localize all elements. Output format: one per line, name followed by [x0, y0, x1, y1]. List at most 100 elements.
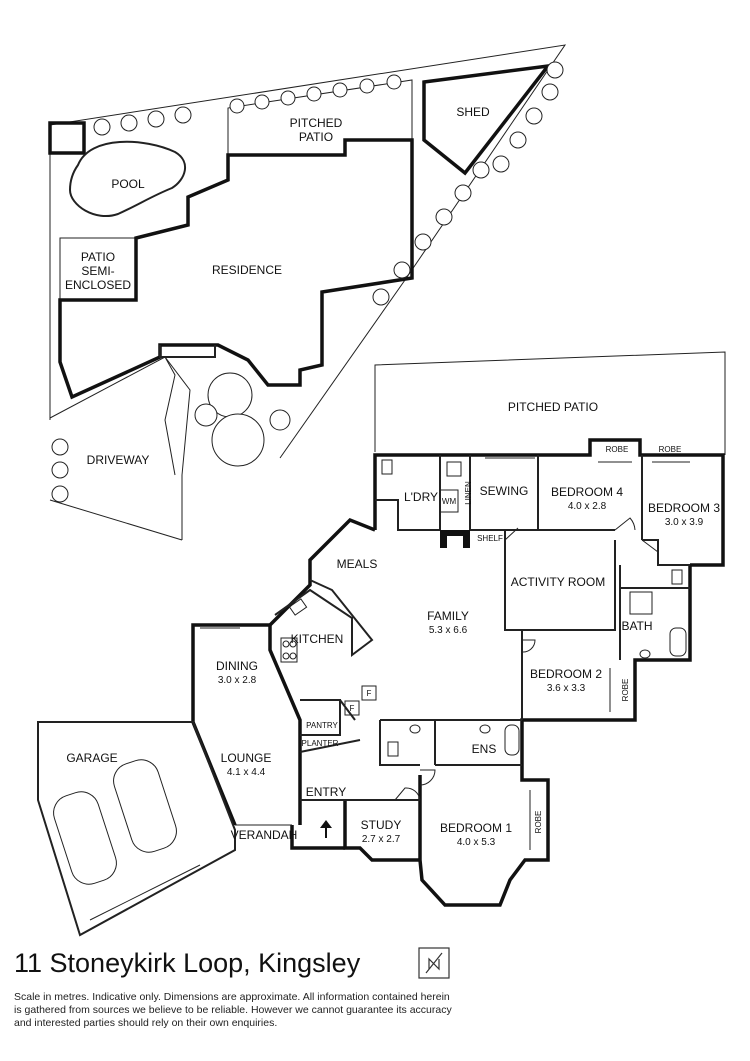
door-bed4	[614, 517, 636, 531]
driveway-right-edge	[164, 356, 176, 476]
laundry-wm	[439, 489, 459, 513]
ens-basin-2	[479, 724, 491, 734]
wall-bed3-south	[642, 539, 690, 566]
driveway-lower	[49, 499, 183, 541]
bath-label: BATH	[621, 619, 652, 633]
wall-activity-outline	[504, 530, 616, 631]
lounge-name: LOUNGE	[221, 751, 272, 765]
sewing-label: SEWING	[480, 484, 529, 498]
ens-basin-1	[409, 724, 421, 734]
planter-label: PLANTER	[302, 739, 339, 748]
site-boundary	[49, 44, 567, 459]
wall-laundry-south	[375, 499, 440, 531]
door-bed2	[521, 639, 536, 653]
robe-b4-label: ROBE	[606, 445, 629, 454]
north-arrow-icon	[418, 947, 450, 979]
entry-arrow	[320, 820, 332, 828]
pantry-label: PANTRY	[306, 721, 338, 730]
tree-24	[51, 461, 69, 479]
bath-toilet	[671, 569, 683, 585]
tree-1	[93, 118, 111, 136]
tree-11	[386, 74, 402, 90]
shed-label: SHED	[456, 105, 490, 119]
car-1	[53, 791, 117, 885]
tree-3	[147, 110, 165, 128]
door-bed3	[641, 539, 659, 553]
bedroom1-name: BEDROOM 1	[440, 821, 512, 835]
outer-wall-kitchen	[268, 517, 376, 627]
laundry-sink	[446, 461, 462, 477]
kitchen-label: KITCHEN	[291, 632, 344, 646]
bedroom4-dim: 4.0 x 2.8	[568, 501, 607, 512]
site-plan: POOL PITCHED PATIO SHED PATIO SEMI- ENCL…	[48, 44, 567, 541]
tree-20	[414, 233, 432, 251]
fridge-2-label: F	[367, 689, 372, 698]
linen-label: LINEN	[464, 481, 473, 505]
fireplace-inner	[447, 536, 463, 548]
bedroom2-dim: 3.6 x 3.3	[547, 683, 586, 694]
outer-wall-north	[373, 438, 725, 567]
wall-pantry-divider	[339, 699, 356, 721]
tree-21	[393, 261, 411, 279]
cooktop-burner-1	[282, 640, 290, 648]
kitchen-sink	[288, 598, 308, 616]
bedroom3-name: BEDROOM 3	[648, 501, 720, 515]
residence-outline	[58, 138, 414, 400]
tree-16	[492, 155, 510, 173]
tree-12	[546, 61, 564, 79]
tree-large-2	[211, 413, 265, 467]
bedroom1-dim: 4.0 x 5.3	[457, 837, 496, 848]
house-floor-plan: PITCHED PATIO ROBE ROBE L'DRY WM LINEN S…	[37, 351, 726, 937]
door-activity	[504, 527, 519, 541]
floor-plan-diagram: POOL PITCHED PATIO SHED PATIO SEMI- ENCL…	[37, 44, 726, 937]
activity-room-label: ACTIVITY ROOM	[511, 575, 605, 589]
wm-label: WM	[442, 497, 457, 506]
lounge-dim: 4.1 x 4.4	[227, 767, 266, 778]
fridge-2-outline	[361, 685, 377, 701]
tree-22	[372, 288, 390, 306]
wall-ens-outline	[379, 720, 420, 766]
bath-tub	[669, 627, 687, 657]
laundry-toilet	[381, 459, 393, 475]
cooktop-burner-3	[282, 652, 290, 660]
verandah-label: VERANDAH	[231, 828, 298, 842]
kitchen-bench	[274, 579, 374, 657]
tree-8	[306, 86, 322, 102]
shed-outline	[422, 63, 552, 176]
family-name: FAMILY	[427, 609, 469, 623]
study-dim: 2.7 x 2.7	[362, 834, 401, 845]
tree-19	[435, 208, 453, 226]
site-corner-box	[48, 121, 86, 155]
driveway-left-edge	[49, 356, 191, 476]
fridge-1-label: F	[350, 704, 355, 713]
robe-b3-label: ROBE	[659, 445, 682, 454]
tree-15	[509, 131, 527, 149]
tree-9	[332, 82, 348, 98]
dining-name: DINING	[216, 659, 258, 673]
tree-4	[174, 106, 192, 124]
door-bed1	[419, 769, 436, 786]
patio-semi-enclosed-label-2: SEMI-	[81, 264, 114, 278]
pool-label: POOL	[111, 177, 145, 191]
cooktop-burner-2	[289, 640, 297, 648]
laundry-label: L'DRY	[404, 490, 438, 504]
cooktop	[280, 637, 298, 663]
outer-wall-east-bath	[418, 565, 692, 907]
patio-semi-enclosed-label-3: ENCLOSED	[65, 278, 131, 292]
ens-label: ENS	[472, 742, 497, 756]
garage-label: GARAGE	[66, 751, 117, 765]
outer-wall-study	[343, 800, 420, 862]
pitched-patio-outline	[374, 351, 726, 455]
outer-wall-verandah	[290, 825, 345, 850]
wall-planter	[299, 739, 361, 753]
property-address: 11 Stoneykirk Loop, Kingsley	[14, 948, 361, 978]
tree-7	[280, 90, 296, 106]
bath-basin	[639, 649, 651, 659]
tree-17	[472, 161, 490, 179]
tree-14	[525, 107, 543, 125]
meals-label: MEALS	[337, 557, 378, 571]
ens-toilet	[387, 741, 399, 757]
family-dim: 5.3 x 6.6	[429, 625, 468, 636]
bedroom2-name: BEDROOM 2	[530, 667, 602, 681]
garage-outline	[37, 721, 236, 937]
